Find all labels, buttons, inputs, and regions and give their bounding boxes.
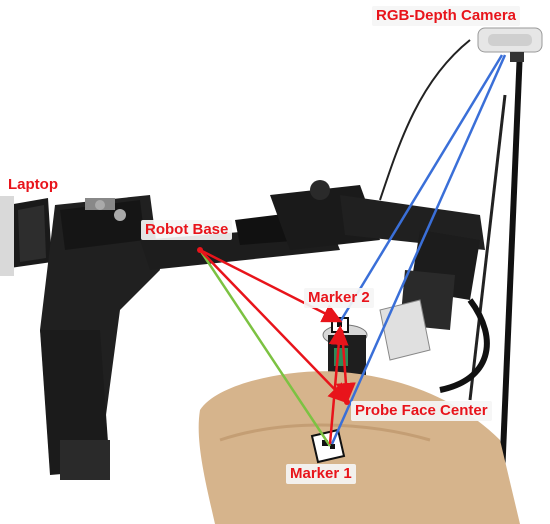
marker-1-tag	[310, 428, 346, 464]
robot-base-column	[40, 195, 160, 480]
label-rgb-depth-camera: RGB-Depth Camera	[372, 6, 521, 26]
robot-arm	[140, 180, 490, 393]
marker1-to-marker2-arrow	[328, 325, 349, 445]
base-to-marker1-line	[198, 249, 332, 447]
label-robot-base: Robot Base	[141, 220, 233, 240]
probe-face-center-point	[344, 399, 350, 405]
base-to-marker2-arrow	[199, 248, 343, 323]
label-probe-face-center: Probe Face Center	[351, 401, 492, 421]
transform-arrows	[199, 248, 356, 445]
robot-base-point	[197, 247, 203, 253]
camera-rays	[330, 54, 507, 445]
base-to-probe-arrow	[199, 249, 349, 404]
laptop	[0, 196, 52, 276]
camera-stand	[379, 39, 523, 524]
label-marker-1: Marker 1	[286, 464, 356, 484]
label-laptop: Laptop	[8, 176, 58, 193]
camera-to-marker2-line	[338, 54, 504, 323]
rgb-depth-camera	[477, 27, 543, 62]
label-marker-2: Marker 2	[304, 288, 374, 308]
camera-to-marker1-line	[330, 54, 507, 445]
marker2-to-probe-arrow	[335, 329, 356, 403]
